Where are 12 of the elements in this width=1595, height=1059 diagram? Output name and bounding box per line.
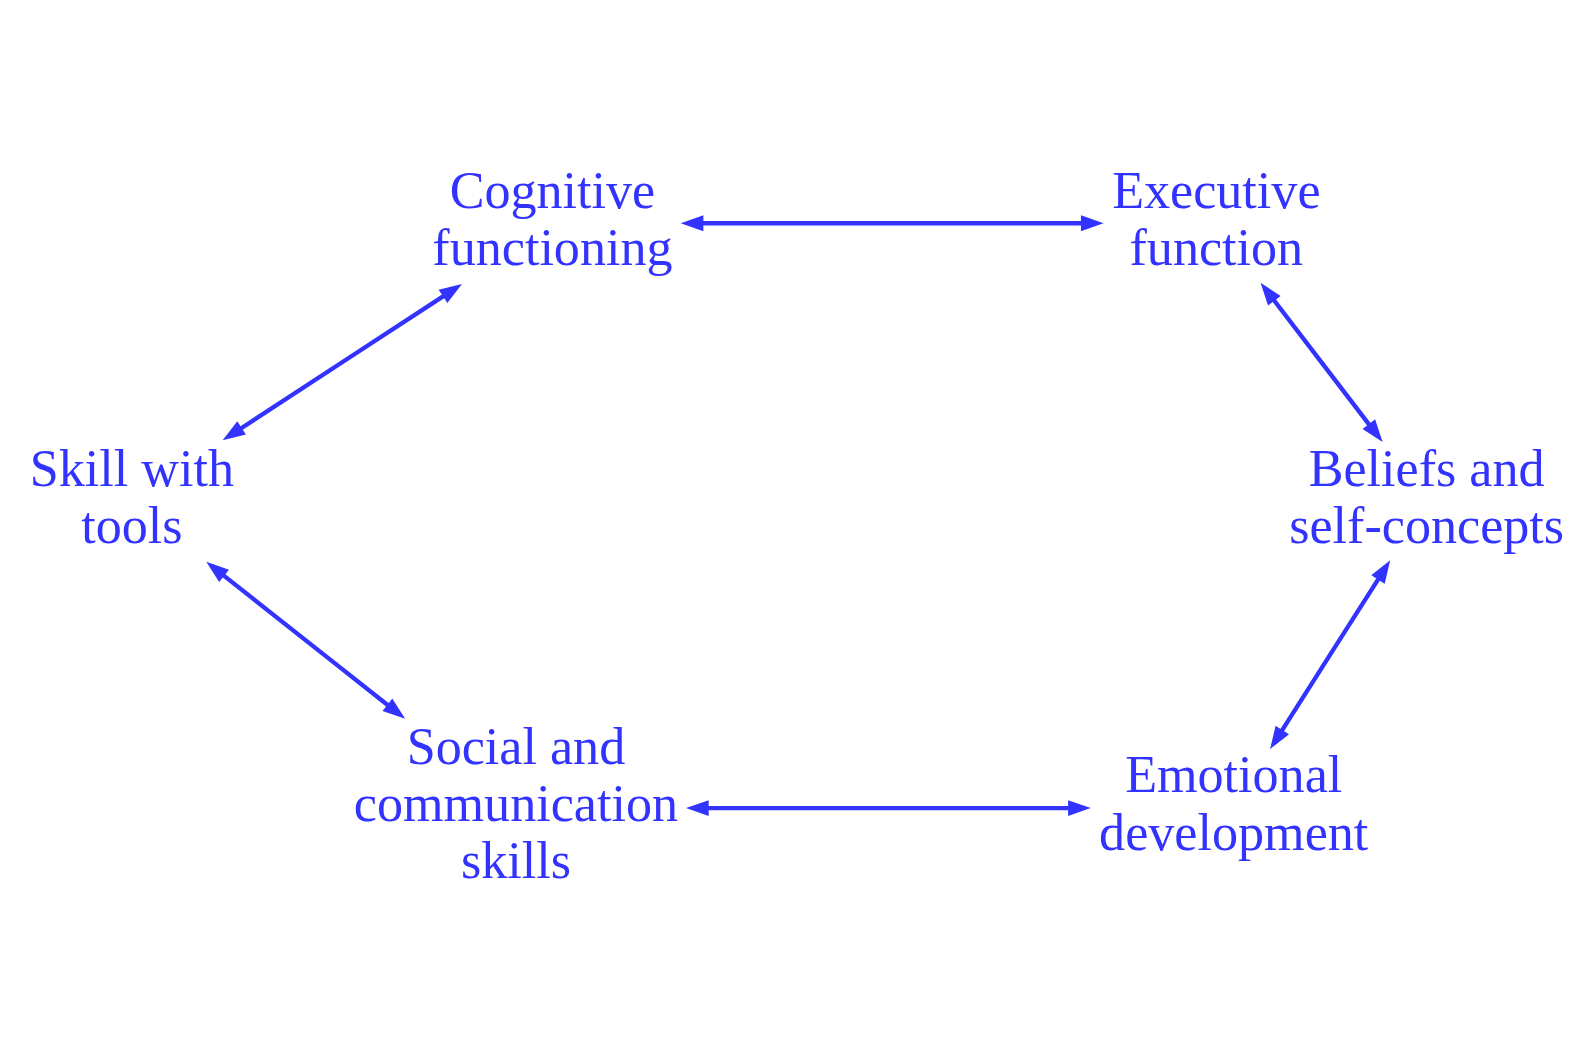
arrow (206, 561, 406, 719)
arrow (222, 283, 462, 440)
node-text: Executive function (1112, 161, 1321, 276)
node-text: Beliefs and self-concepts (1289, 439, 1565, 554)
node-text: Cognitive functioning (432, 161, 673, 276)
node-text: Social and communication skills (353, 717, 679, 889)
arrow (686, 799, 1091, 816)
arrow (1260, 282, 1383, 442)
arrow (680, 214, 1104, 231)
node-text: Emotional development (1099, 745, 1369, 861)
node-text: Skill with tools (29, 439, 234, 554)
arrow (1270, 559, 1391, 749)
